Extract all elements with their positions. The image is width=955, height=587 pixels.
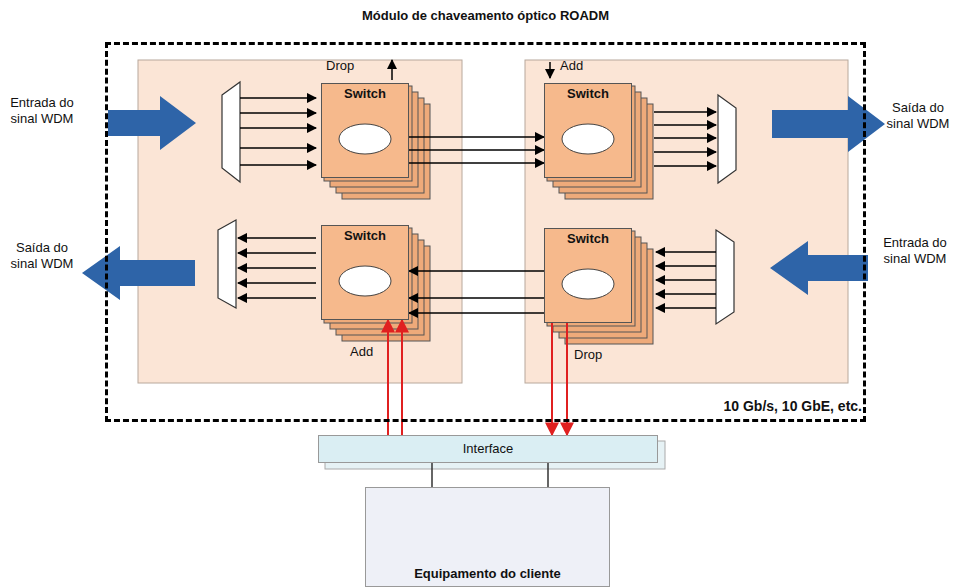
connector xyxy=(387,320,389,435)
connector xyxy=(409,270,544,272)
signal-arrow xyxy=(82,96,885,300)
signal-label: Entrada do sinal WDM xyxy=(880,235,950,266)
add-label: Add xyxy=(560,58,600,74)
signal-label: Saída do sinal WDM xyxy=(884,100,952,131)
connector xyxy=(566,323,568,435)
connector xyxy=(409,149,544,151)
client-equipment-box: Equipamento do cliente xyxy=(365,487,610,587)
signal-label: Entrada do sinal WDM xyxy=(5,95,79,126)
signal-label: Saída do sinal WDM xyxy=(5,240,79,271)
switch-box: Switch xyxy=(321,83,409,178)
add-label: Add xyxy=(350,344,384,360)
connector xyxy=(431,463,433,487)
connector xyxy=(401,320,403,435)
wavelength-line xyxy=(238,60,716,308)
panel xyxy=(525,60,848,383)
box-label: Switch xyxy=(322,87,408,102)
rate-label: 10 Gb/s, 10 GbE, etc. xyxy=(636,398,862,415)
box-label: Switch xyxy=(545,232,631,247)
switch-box: Switch xyxy=(544,228,632,323)
box-label: Switch xyxy=(322,229,408,244)
drop-label: Drop xyxy=(574,347,614,363)
interface-box: Interface xyxy=(318,435,658,463)
connector xyxy=(409,297,544,299)
connector xyxy=(409,162,544,164)
drop-label: Drop xyxy=(326,58,366,74)
connector xyxy=(409,312,544,314)
box-label: Switch xyxy=(545,87,631,102)
panel xyxy=(138,60,462,383)
box-label: Interface xyxy=(463,442,514,457)
connector xyxy=(551,323,553,435)
switch-box: Switch xyxy=(321,225,409,320)
connector xyxy=(547,463,549,487)
switch-box: Switch xyxy=(544,83,632,178)
module-title: Módulo de chaveamento óptico ROADM xyxy=(108,9,863,24)
connector xyxy=(409,136,544,138)
mux-demux xyxy=(218,82,736,324)
box-label: Equipamento do cliente xyxy=(366,567,609,582)
module-border: Módulo de chaveamento óptico ROADMSwitch… xyxy=(105,42,866,422)
